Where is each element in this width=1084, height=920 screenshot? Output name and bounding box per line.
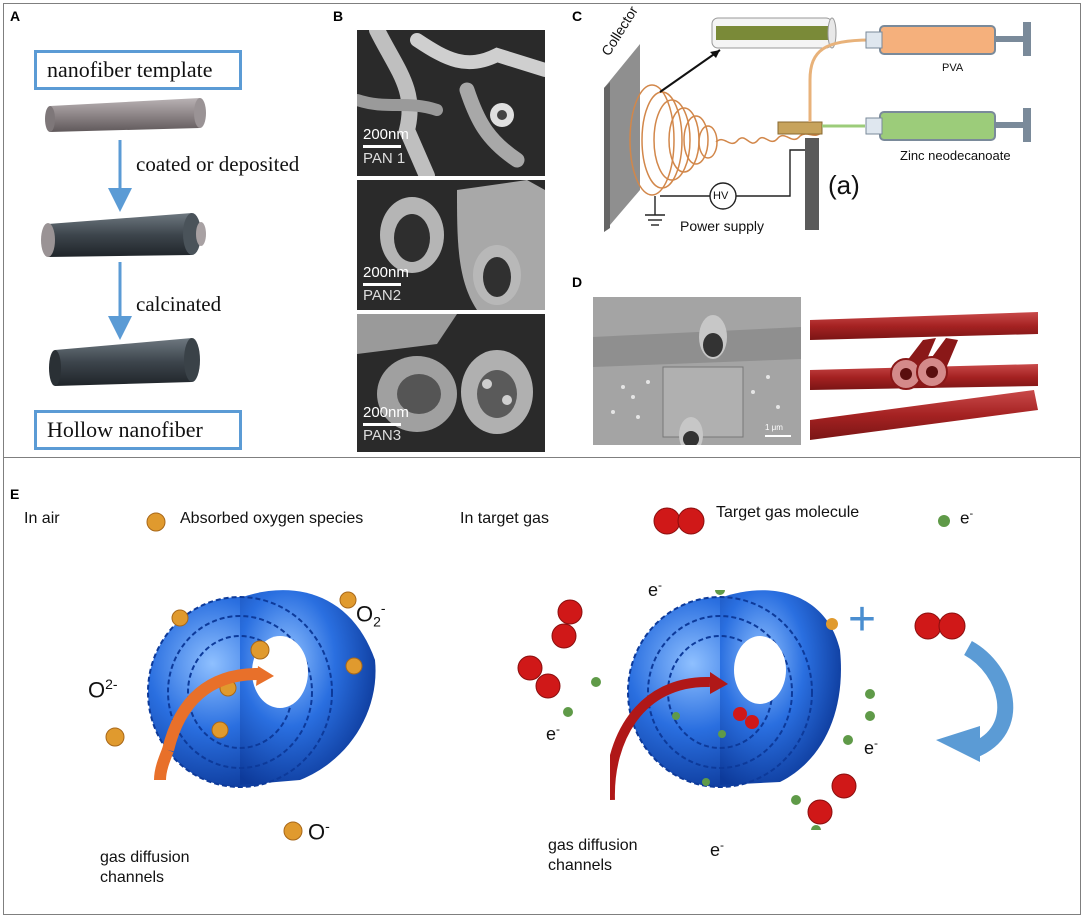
nanofiber-template-text: nanofiber template bbox=[47, 57, 213, 82]
electrospinning-setup bbox=[604, 17, 1031, 232]
o-minus-label: O- bbox=[308, 818, 330, 845]
d-scalebar bbox=[765, 435, 791, 437]
pan3-scale: 200nm bbox=[363, 404, 409, 421]
legend-electron-dot bbox=[938, 515, 950, 527]
absorbed-oxygen-label: Absorbed oxygen species bbox=[180, 510, 364, 527]
pva-label: PVA bbox=[942, 62, 964, 74]
spinneret-nozzle bbox=[777, 38, 871, 230]
o2-minus-label: O2- bbox=[356, 600, 386, 630]
target-molecules-free bbox=[517, 590, 966, 830]
electron-label-left: e- bbox=[546, 722, 561, 744]
pan1-name: PAN 1 bbox=[363, 150, 406, 167]
pan3-name: PAN3 bbox=[363, 427, 402, 444]
hv-source bbox=[709, 182, 737, 210]
template-rod bbox=[45, 98, 206, 132]
pan1-scalebar bbox=[363, 145, 401, 148]
nanotube-in-air bbox=[147, 590, 376, 788]
sem-image-pan2: 200nm PAN2 bbox=[357, 180, 545, 310]
pan1-scale: 200nm bbox=[363, 126, 409, 143]
reaction-arrow bbox=[936, 640, 1014, 762]
sub-label-a: (a) bbox=[828, 170, 860, 200]
syringe-pva bbox=[865, 22, 1031, 56]
collector-plate bbox=[604, 44, 640, 232]
d-scale-label: 1 μm bbox=[765, 423, 783, 432]
sem-image-pan3: 200nm PAN3 bbox=[357, 314, 545, 452]
electron-legend-label: e- bbox=[960, 508, 974, 528]
in-target-gas-label: In target gas bbox=[460, 510, 549, 527]
gas-diffusion-channels-left: gas diffusion channels bbox=[100, 849, 190, 886]
fiber-jet-spiral bbox=[629, 84, 823, 196]
pan2-scale: 200nm bbox=[363, 264, 409, 281]
electron-label-right: e- bbox=[864, 736, 879, 758]
sem-image-pan1: 200nm PAN 1 bbox=[357, 30, 545, 176]
step-calcinated-label: calcinated bbox=[136, 292, 222, 316]
panel-d-label: D bbox=[572, 274, 583, 290]
oxygen-dot-left bbox=[105, 727, 125, 747]
pan3-scalebar bbox=[363, 423, 401, 426]
panel-b-label: B bbox=[333, 8, 344, 24]
target-gas-molecule-label: Target gas molecule bbox=[716, 504, 860, 521]
bottom-frame bbox=[3, 457, 1081, 915]
panel-a-label: A bbox=[10, 8, 21, 24]
hv-label: HV bbox=[713, 190, 729, 202]
panel-c-label: C bbox=[572, 8, 583, 24]
hollow-nanofiber-text: Hollow nanofiber bbox=[47, 417, 203, 442]
zoom-arrow bbox=[659, 49, 721, 93]
electron-label-top: e- bbox=[648, 578, 663, 600]
panel-a-drawing bbox=[41, 98, 206, 386]
hollow-rod bbox=[49, 338, 200, 386]
syringe-zinc bbox=[865, 108, 1031, 142]
plus-sign: + bbox=[848, 593, 877, 646]
hollow-nanofiber-box: Hollow nanofiber bbox=[34, 410, 242, 450]
pan2-scalebar bbox=[363, 283, 401, 286]
step-coated-label: coated or deposited bbox=[136, 152, 300, 176]
coated-rod bbox=[41, 213, 206, 257]
crossed-hollow-fibers bbox=[810, 312, 1038, 440]
in-air-label: In air bbox=[24, 510, 60, 527]
sem-image-crossed-fibers: 1 μm bbox=[593, 297, 801, 445]
legend-oxygen-dot bbox=[146, 512, 166, 532]
nanofiber-template-box: nanofiber template bbox=[34, 50, 242, 90]
gas-diffusion-channels-right: gas diffusion channels bbox=[548, 837, 638, 874]
legend-target-molecule bbox=[653, 507, 705, 535]
o-2minus-label: O2- bbox=[88, 676, 118, 703]
panel-e-label: E bbox=[10, 486, 20, 502]
zinc-label: Zinc neodecanoate bbox=[900, 148, 1011, 163]
oxygen-dot-ominus bbox=[283, 821, 303, 841]
power-supply-label: Power supply bbox=[680, 218, 765, 234]
nanotube-in-target-gas bbox=[610, 590, 841, 800]
oxygen-dot-o2minus bbox=[339, 591, 357, 609]
power-circuit bbox=[645, 149, 805, 226]
pan2-name: PAN2 bbox=[363, 287, 402, 304]
electron-label-bottom: e- bbox=[710, 838, 725, 860]
coaxial-fiber-tube bbox=[711, 17, 837, 49]
